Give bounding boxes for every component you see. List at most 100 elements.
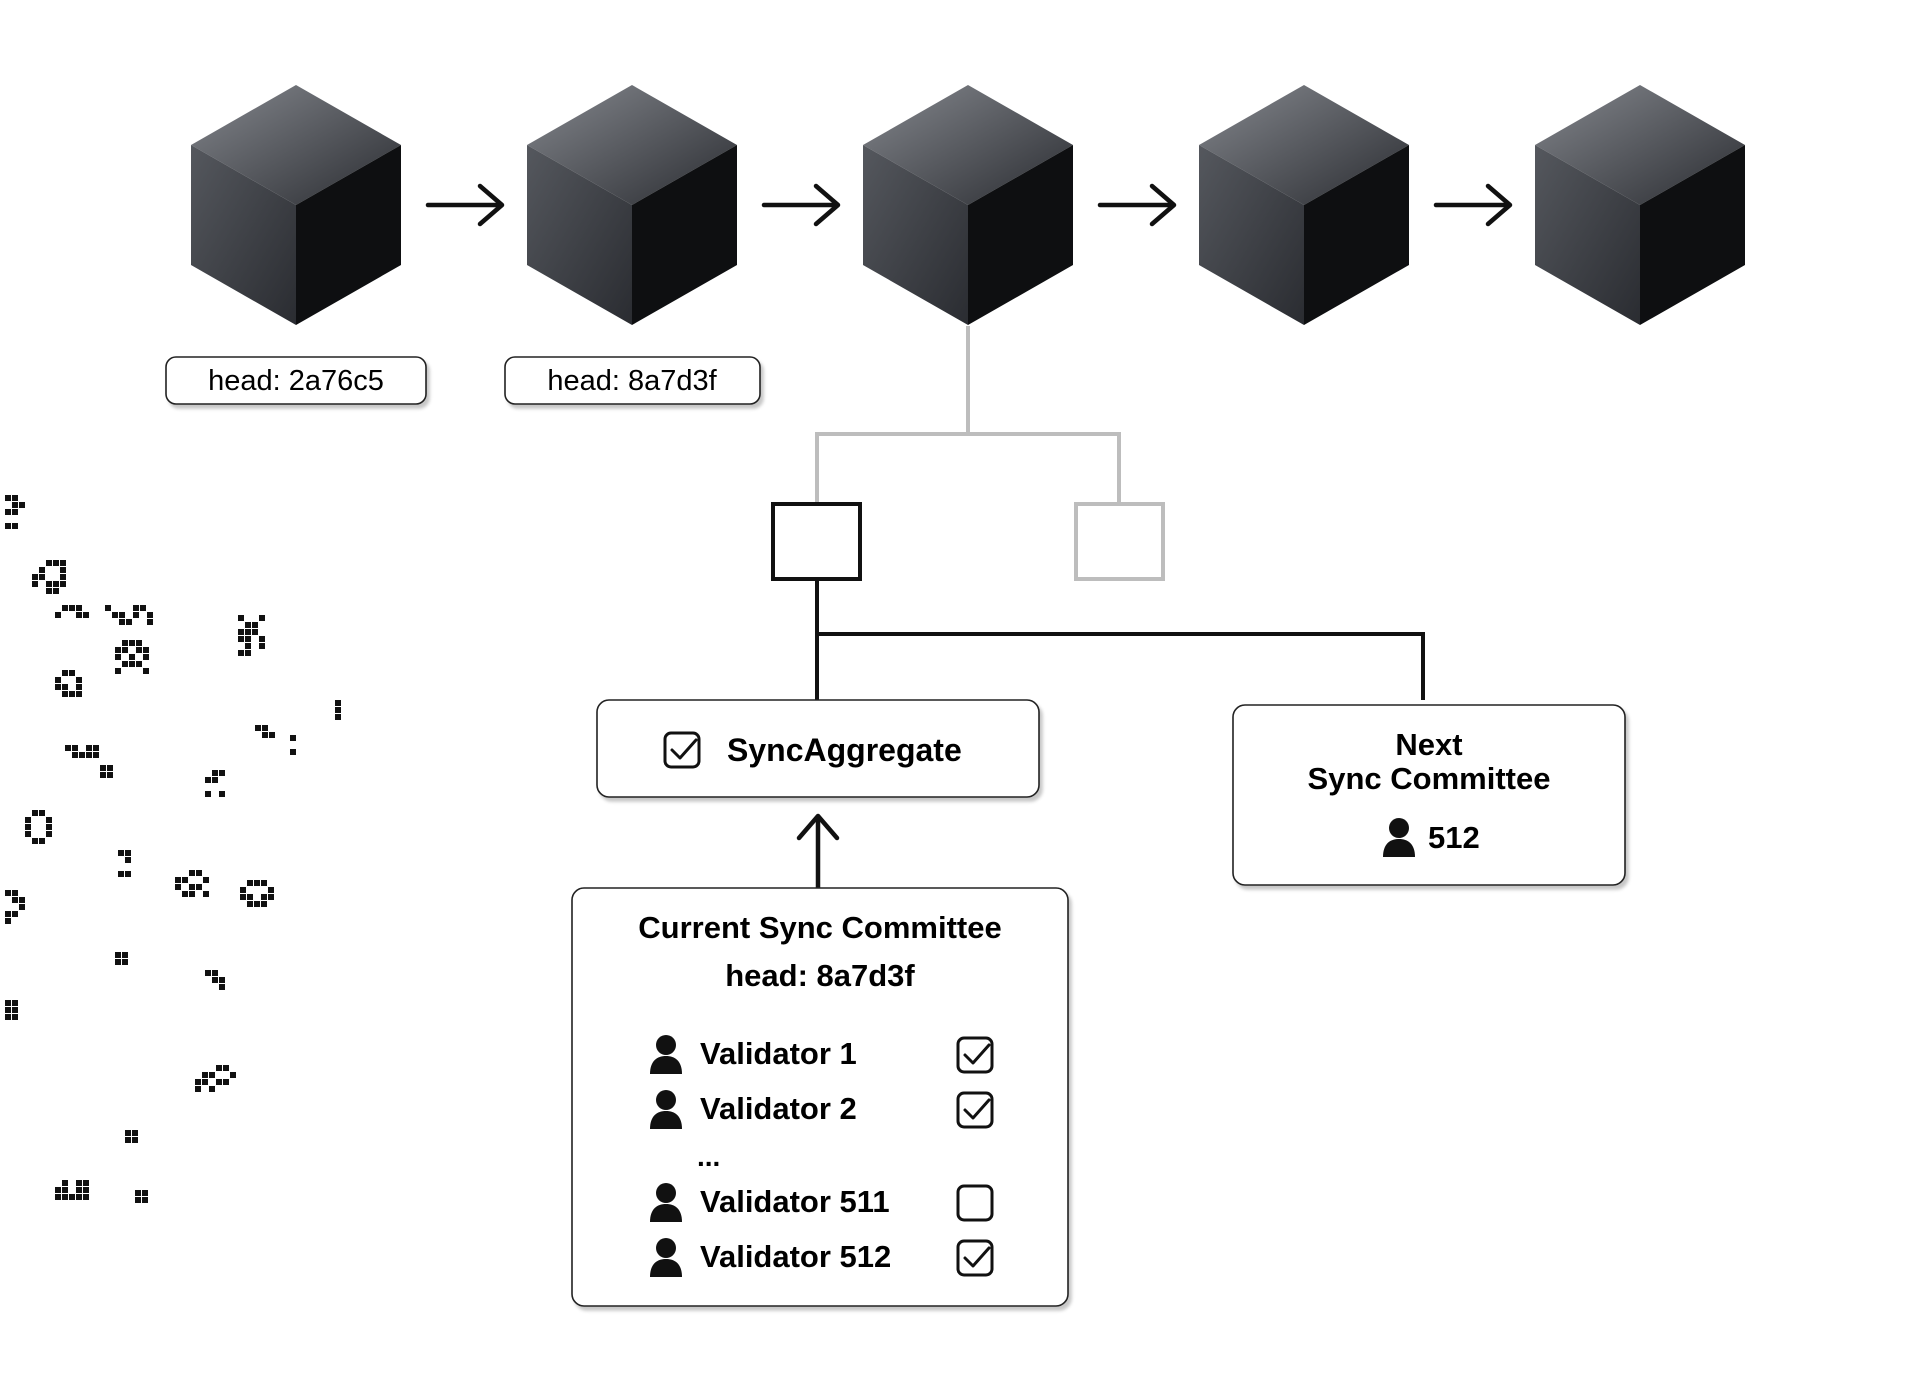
pixel-dot [115,959,121,965]
pixel-dot [205,777,211,783]
pixel-dot [135,1197,141,1203]
pixel-dot [252,622,258,628]
validator-row: Validator 511 [650,1183,994,1222]
pixel-dot [132,1137,138,1143]
pixel-dot [62,1180,68,1186]
pixel-dot [245,636,251,642]
block-cube-5 [1535,85,1745,325]
pixel-dot [129,654,135,660]
pixel-dot [126,619,132,625]
validator-name: Validator 1 [700,1036,857,1071]
block-cube-3 [863,85,1073,325]
current-sync-committee-head: head: 8a7d3f [725,958,915,993]
pixel-dot [60,574,66,580]
pixel-dot [122,661,128,667]
pixel-dot [76,605,82,611]
pixel-dot [32,810,38,816]
pixel-dot [65,745,71,751]
pixel-dot [83,1194,89,1200]
pixel-dot [216,1065,222,1071]
pixel-dot [12,523,18,529]
pixel-dot [125,1137,131,1143]
pixel-dot [93,745,99,751]
pixel-dot [261,894,267,900]
pixel-dot [238,636,244,642]
pixel-dot [12,890,18,896]
pixel-dot [143,668,149,674]
block-chain [191,85,1745,325]
pixel-dot [125,857,131,863]
pixel-dot [62,670,68,676]
next-sync-committee-title-line1: Next [1395,727,1462,762]
pixel-dot [60,581,66,587]
sync-aggregate-box: SyncAggregate [596,699,1040,798]
pixel-dot [219,977,225,983]
pixel-dot [119,612,125,618]
head-label-1-text: head: 2a76c5 [208,365,384,397]
pixel-dot [240,894,246,900]
pixel-dot [12,495,18,501]
pixel-dot [46,824,52,830]
pixel-dot [247,894,253,900]
pixel-dot [25,817,31,823]
pixel-dot [203,877,209,883]
pixel-dot [19,897,25,903]
pixel-dot [5,911,11,917]
pixel-dot [259,636,265,642]
pixel-dot [133,612,139,618]
pixel-dot [76,1194,82,1200]
pixel-dot [100,765,106,771]
pixel-dot [261,901,267,907]
pixel-dot [62,1187,68,1193]
pixel-dot [86,745,92,751]
pixel-dot [19,904,25,910]
pixel-dot [79,752,85,758]
pixel-dot [143,647,149,653]
next-sync-committee-count: 512 [1428,820,1480,855]
pixel-dot [223,1079,229,1085]
pixel-dot [238,615,244,621]
pixel-dot [32,581,38,587]
pixel-dot [189,870,195,876]
validator-row: Validator 1 [650,1035,994,1074]
next-sync-committee-box: Next Sync Committee 512 [1232,704,1626,886]
pixel-dot [142,1197,148,1203]
validator-name: Validator 512 [700,1239,891,1274]
pixel-dot [69,605,75,611]
pixel-dot [12,911,18,917]
pixel-dot [76,691,82,697]
pixel-dot [60,567,66,573]
pixel-dot [12,1014,18,1020]
block-cube-1 [191,85,401,325]
pixel-dot [140,605,146,611]
pixel-dot [122,959,128,965]
pixel-dot [290,735,296,741]
pixel-dot [129,640,135,646]
pixel-dot [55,612,61,618]
pixel-dot [202,1072,208,1078]
pixel-dot [175,877,181,883]
pixel-dot [245,650,251,656]
pixel-dot [5,918,11,924]
head-label-2: head: 8a7d3f [504,356,761,405]
pixel-dot [125,850,131,856]
pixel-dot [46,581,52,587]
pixel-dot [261,880,267,886]
pixel-dot [83,612,89,618]
arrow-up-icon [796,813,840,891]
pixel-dot [182,891,188,897]
pixel-dot [133,605,139,611]
pixel-dot [46,588,52,594]
pixel-dot [230,1072,236,1078]
pixel-dot [205,791,211,797]
pixel-dot [132,1130,138,1136]
pixel-dot [69,691,75,697]
arrow-right-icon [1433,183,1513,227]
pixel-dot [268,887,274,893]
pixel-dot [53,560,59,566]
pixel-dot [107,772,113,778]
pixel-dot [245,622,251,628]
pixel-dot [112,612,118,618]
block-cube-2 [527,85,737,325]
pixel-dot [5,1000,11,1006]
